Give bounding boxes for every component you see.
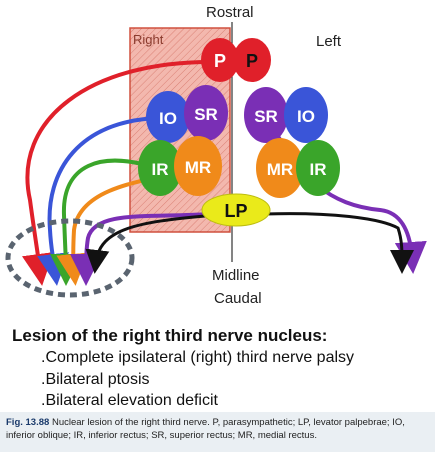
nerve-path-black-right	[85, 214, 206, 274]
svg-text:SR: SR	[194, 105, 218, 124]
summary-bullet: .Bilateral ptosis	[41, 371, 150, 388]
svg-text:IO: IO	[297, 107, 315, 126]
svg-text:P: P	[214, 51, 226, 71]
svg-text:LP: LP	[224, 201, 247, 221]
nerve-path-red	[22, 59, 217, 286]
nucleus-lp: LP	[201, 193, 271, 227]
svg-text:IR: IR	[152, 160, 169, 179]
summary-bullet: .Bilateral elevation deficit	[41, 392, 218, 409]
svg-text:P: P	[246, 51, 258, 71]
nucleus-right-sr: SR	[184, 85, 228, 141]
nucleus-right-io: IO	[146, 91, 190, 143]
nucleus-left-io: IO	[284, 87, 328, 143]
svg-text:MR: MR	[185, 158, 211, 177]
label-right: Right	[133, 32, 164, 47]
svg-text:MR: MR	[267, 160, 293, 179]
label-caudal: Caudal	[214, 290, 262, 307]
svg-text:IR: IR	[310, 160, 327, 179]
nucleus-right-p: P	[201, 38, 239, 82]
nucleus-left-sr: SR	[244, 87, 288, 143]
nucleus-left-mr: MR	[256, 138, 304, 198]
label-rostral: Rostral	[206, 4, 254, 21]
label-midline: Midline	[212, 267, 260, 284]
affected-eye-ellipse	[5, 218, 135, 298]
caption-text: Nuclear lesion of the right third nerve.…	[6, 417, 405, 441]
nucleus-right-ir: IR	[138, 140, 182, 196]
nucleus-diagram: P P IO SR SR IO IR MR MR IR LP	[5, 22, 427, 298]
nerve-path-black-left	[264, 212, 414, 274]
nucleus-left-ir: IR	[296, 140, 340, 196]
label-left: Left	[316, 33, 342, 50]
nucleus-left-p: P	[233, 38, 271, 82]
svg-text:IO: IO	[159, 109, 177, 128]
summary-heading: Lesion of the right third nerve nucleus:	[12, 326, 328, 345]
nucleus-right-mr: MR	[174, 136, 222, 196]
figure-caption: Fig. 13.88 Nuclear lesion of the right t…	[0, 412, 435, 452]
svg-text:SR: SR	[254, 107, 278, 126]
figure-label: Fig. 13.88	[6, 417, 50, 428]
summary-bullet: .Complete ipsilateral (right) third nerv…	[41, 349, 355, 366]
